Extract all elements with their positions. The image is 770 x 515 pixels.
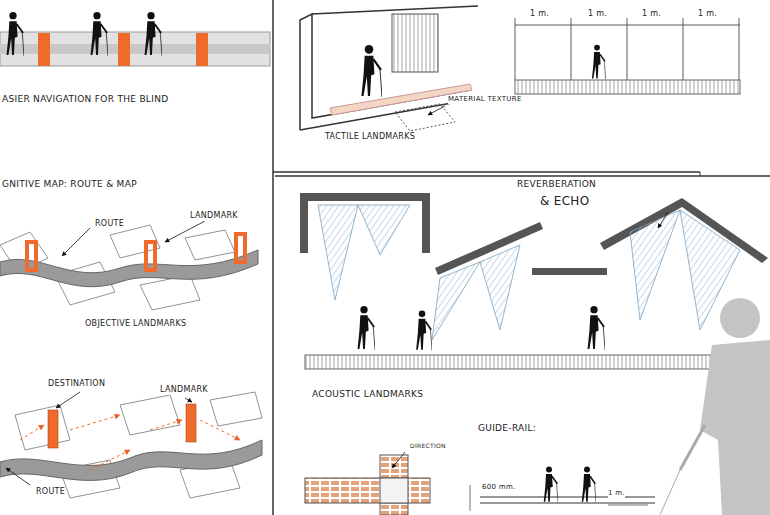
label-text: ROUTE — [95, 220, 124, 229]
label-text: ACOUSTIC LANDMARKS — [312, 390, 423, 400]
label-text: OBJECTIVE LANDMARKS — [85, 320, 186, 329]
label-text: 600 mm. — [482, 484, 516, 492]
label-text: REVERBERATION — [517, 180, 596, 190]
label-text: 1 m. — [588, 10, 607, 19]
label-text: TACTILE LANDMARKS — [325, 133, 415, 142]
label-text: & ECHO — [540, 195, 589, 208]
label-text: ASIER NAVIGATION FOR THE BLIND — [2, 95, 168, 105]
label-text: MATERIAL TEXTURE — [448, 96, 522, 104]
label-text: 1 m. — [608, 490, 625, 498]
label-text: ROUTE — [36, 488, 65, 497]
label-text: GUIDE-RAIL: — [478, 424, 536, 434]
label-text: GNITIVE MAP: ROUTE & MAP — [2, 180, 137, 190]
label-text: 1 m. — [642, 10, 661, 19]
label-text: LANDMARK — [190, 212, 238, 221]
label-text: DESTINATION — [48, 380, 105, 389]
label-text: 1 m. — [530, 10, 549, 19]
label-text: 1 m. — [698, 10, 717, 19]
label-text: LANDMARK — [160, 386, 208, 395]
label-text: DIRECTION — [410, 443, 446, 450]
